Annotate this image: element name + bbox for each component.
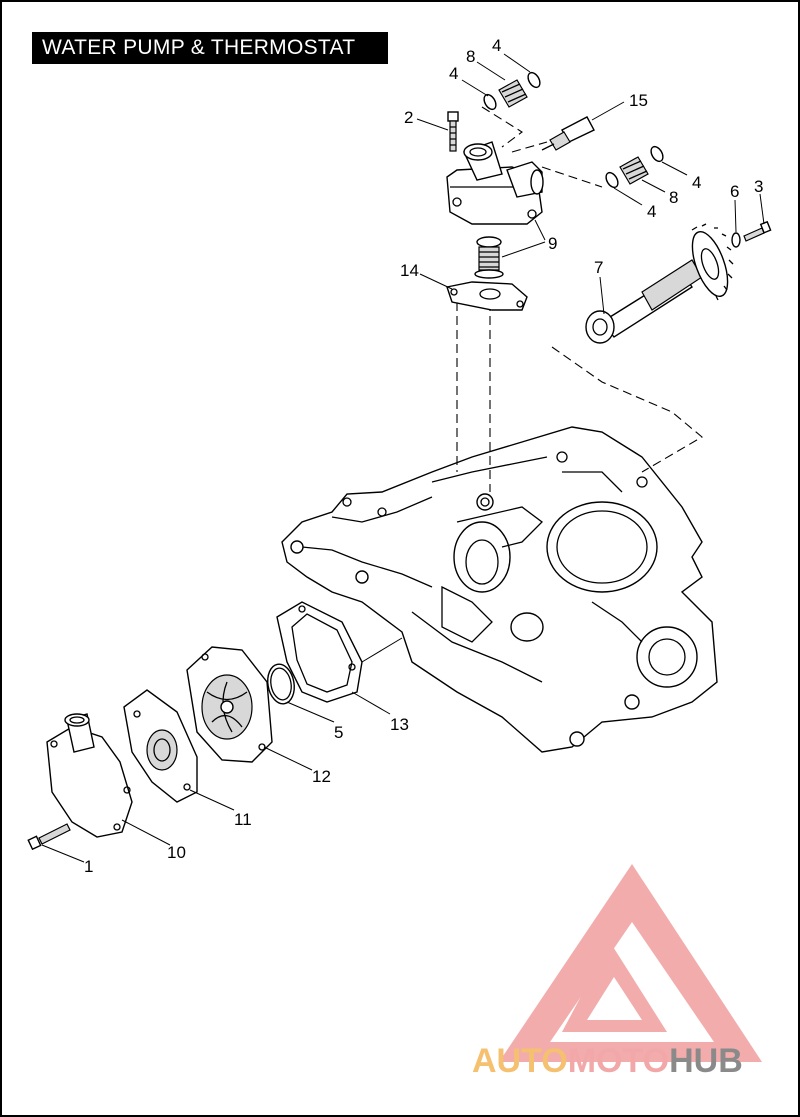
- callout-9: 9: [548, 234, 557, 253]
- temperature-sensor: [541, 116, 595, 151]
- svg-text:AUTOMOTOHUB: AUTOMOTOHUB: [472, 1042, 743, 1080]
- callout-5: 5: [334, 723, 343, 742]
- bolt-2: [447, 111, 459, 152]
- water-pump-outer-cover: [46, 713, 133, 838]
- callout-14: 14: [400, 261, 419, 280]
- crankcase-housing: [281, 426, 718, 753]
- bolt-3: [743, 220, 772, 242]
- callout-4-b: 4: [492, 36, 501, 55]
- callout-2: 2: [404, 108, 413, 127]
- callout-4-d: 4: [647, 202, 656, 221]
- callout-15: 15: [629, 91, 648, 110]
- callout-leader-lines: [41, 53, 765, 863]
- hose-fitting-lower: [605, 145, 664, 189]
- water-pump-cover-plate: [123, 689, 198, 803]
- water-pump-drive-shaft: [585, 223, 734, 344]
- callout-13: 13: [390, 715, 409, 734]
- thermostat: [474, 236, 504, 279]
- callout-12: 12: [312, 767, 331, 786]
- water-pump-gasket: [276, 601, 363, 703]
- callout-10: 10: [167, 843, 186, 862]
- callout-11: 11: [234, 810, 252, 829]
- washer-6: [731, 232, 741, 248]
- callout-1: 1: [84, 857, 93, 876]
- callout-4-c: 4: [692, 173, 701, 192]
- page-title: WATER PUMP & THERMOSTAT: [32, 32, 388, 64]
- callout-3: 3: [754, 177, 763, 196]
- callout-7: 7: [594, 258, 603, 277]
- hose-fitting-upper: [483, 71, 541, 111]
- bolt-1: [27, 823, 71, 851]
- callout-8-a: 8: [466, 47, 475, 66]
- callout-6: 6: [730, 182, 739, 201]
- callout-4-a: 4: [449, 64, 458, 83]
- callout-labels: 1 2 3 4 4 4 4 5 6 7 8 8 9 10 11 12 13 14…: [84, 36, 763, 876]
- automotohub-watermark-text: AUTOMOTOHUB: [472, 1042, 743, 1080]
- thermostat-housing: [446, 141, 544, 225]
- automotohub-watermark-logo: [499, 864, 762, 1062]
- callout-8-b: 8: [669, 188, 678, 207]
- thermostat-gasket: [446, 281, 528, 311]
- o-ring-5: [267, 663, 295, 705]
- water-pump-impeller-housing: [186, 646, 273, 763]
- assembly-alignment-lines: [456, 106, 703, 492]
